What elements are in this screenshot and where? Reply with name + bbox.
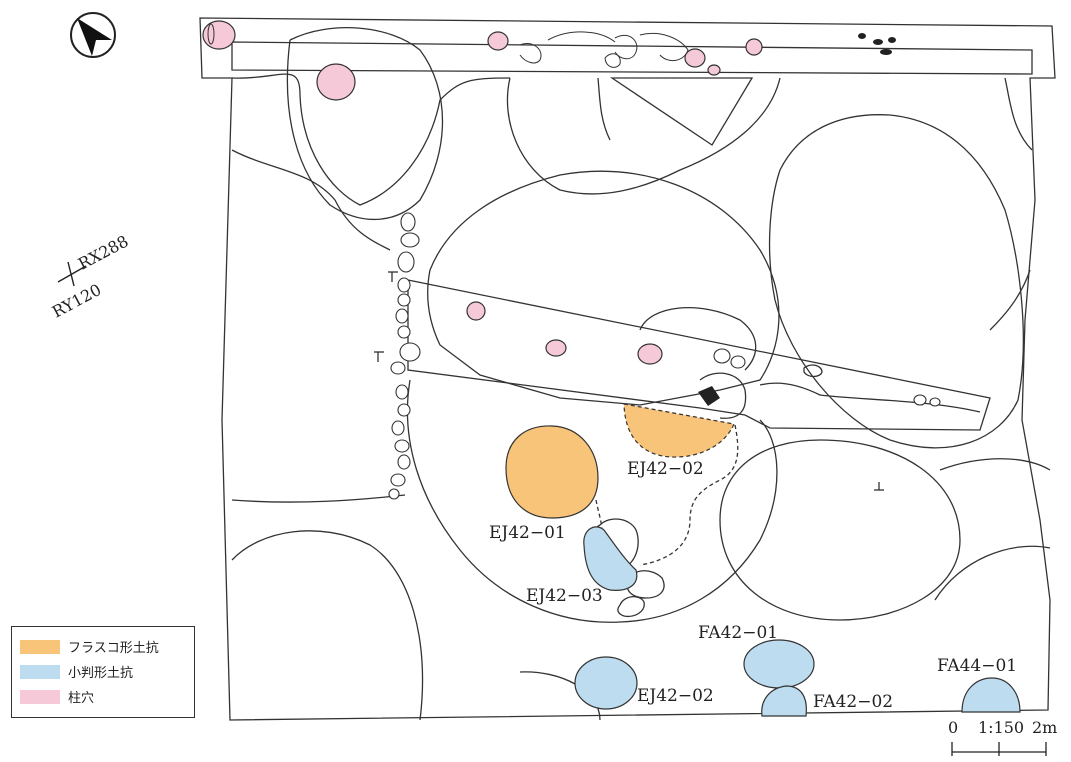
feature-labels: EJ42−02 EJ42−01 EJ42−03 FA42−01 EJ42−02 … <box>489 459 1017 712</box>
flask-pit-ej42-01 <box>505 425 599 519</box>
legend-swatch <box>20 639 60 654</box>
scale-bar: 0 1:150 2m <box>940 718 1058 758</box>
legend-swatch <box>20 689 60 704</box>
posthole <box>684 48 706 68</box>
posthole <box>637 343 663 365</box>
north-strip-details <box>207 23 689 68</box>
coordinate-rx: RX288 <box>75 231 132 273</box>
oval-pit-fa42-02 <box>761 685 807 717</box>
stone-alignment <box>388 212 941 500</box>
posthole <box>745 38 763 56</box>
feature-layer <box>202 20 1021 717</box>
coordinate-ry: RY120 <box>49 280 104 321</box>
scale-start: 0 <box>948 718 959 737</box>
legend-item-oval-pit: 小判形土抗 <box>20 659 186 684</box>
posthole <box>545 339 567 357</box>
oval-pit-fa44-01 <box>961 677 1021 713</box>
posthole <box>466 301 486 321</box>
legend: フラスコ形土抗 小判形土抗 柱穴 <box>11 626 195 718</box>
label-fa42-01: FA42−01 <box>698 623 778 643</box>
oval-pit-ej42-03 <box>583 526 638 591</box>
posthole <box>316 63 356 101</box>
oval-pit-fa42-01 <box>743 639 815 689</box>
label-ej42-03: EJ42−03 <box>526 586 603 606</box>
oval-pit-ej42-02-lower <box>574 656 638 710</box>
legend-label: 小判形土抗 <box>68 666 134 681</box>
excavation-boundary <box>199 17 1056 721</box>
legend-swatch <box>20 664 60 679</box>
stone-cluster <box>698 33 896 406</box>
posthole <box>202 20 236 50</box>
legend-label: フラスコ形土抗 <box>68 641 159 656</box>
legend-item-flask-pit: フラスコ形土抗 <box>20 634 186 659</box>
posthole <box>707 64 721 76</box>
legend-item-posthole: 柱穴 <box>20 684 186 709</box>
legend-label: 柱穴 <box>68 691 95 706</box>
posthole <box>487 31 509 51</box>
label-fa42-02: FA42−02 <box>813 692 893 712</box>
label-ej42-01: EJ42−01 <box>489 523 566 543</box>
coordinate-marker: RX288 RY120 <box>49 231 132 321</box>
label-ej42-02-upper: EJ42−02 <box>627 459 704 479</box>
flask-pit-ej42-02 <box>623 403 735 458</box>
label-ej42-02-lower: EJ42−02 <box>637 686 714 706</box>
scale-line <box>951 742 1047 756</box>
label-fa44-01: FA44−01 <box>937 656 1017 676</box>
scale-end: 2m <box>1032 718 1058 737</box>
section-markers <box>374 271 884 491</box>
scale-ratio: 1:150 <box>978 718 1025 737</box>
north-arrow-icon <box>70 12 116 58</box>
